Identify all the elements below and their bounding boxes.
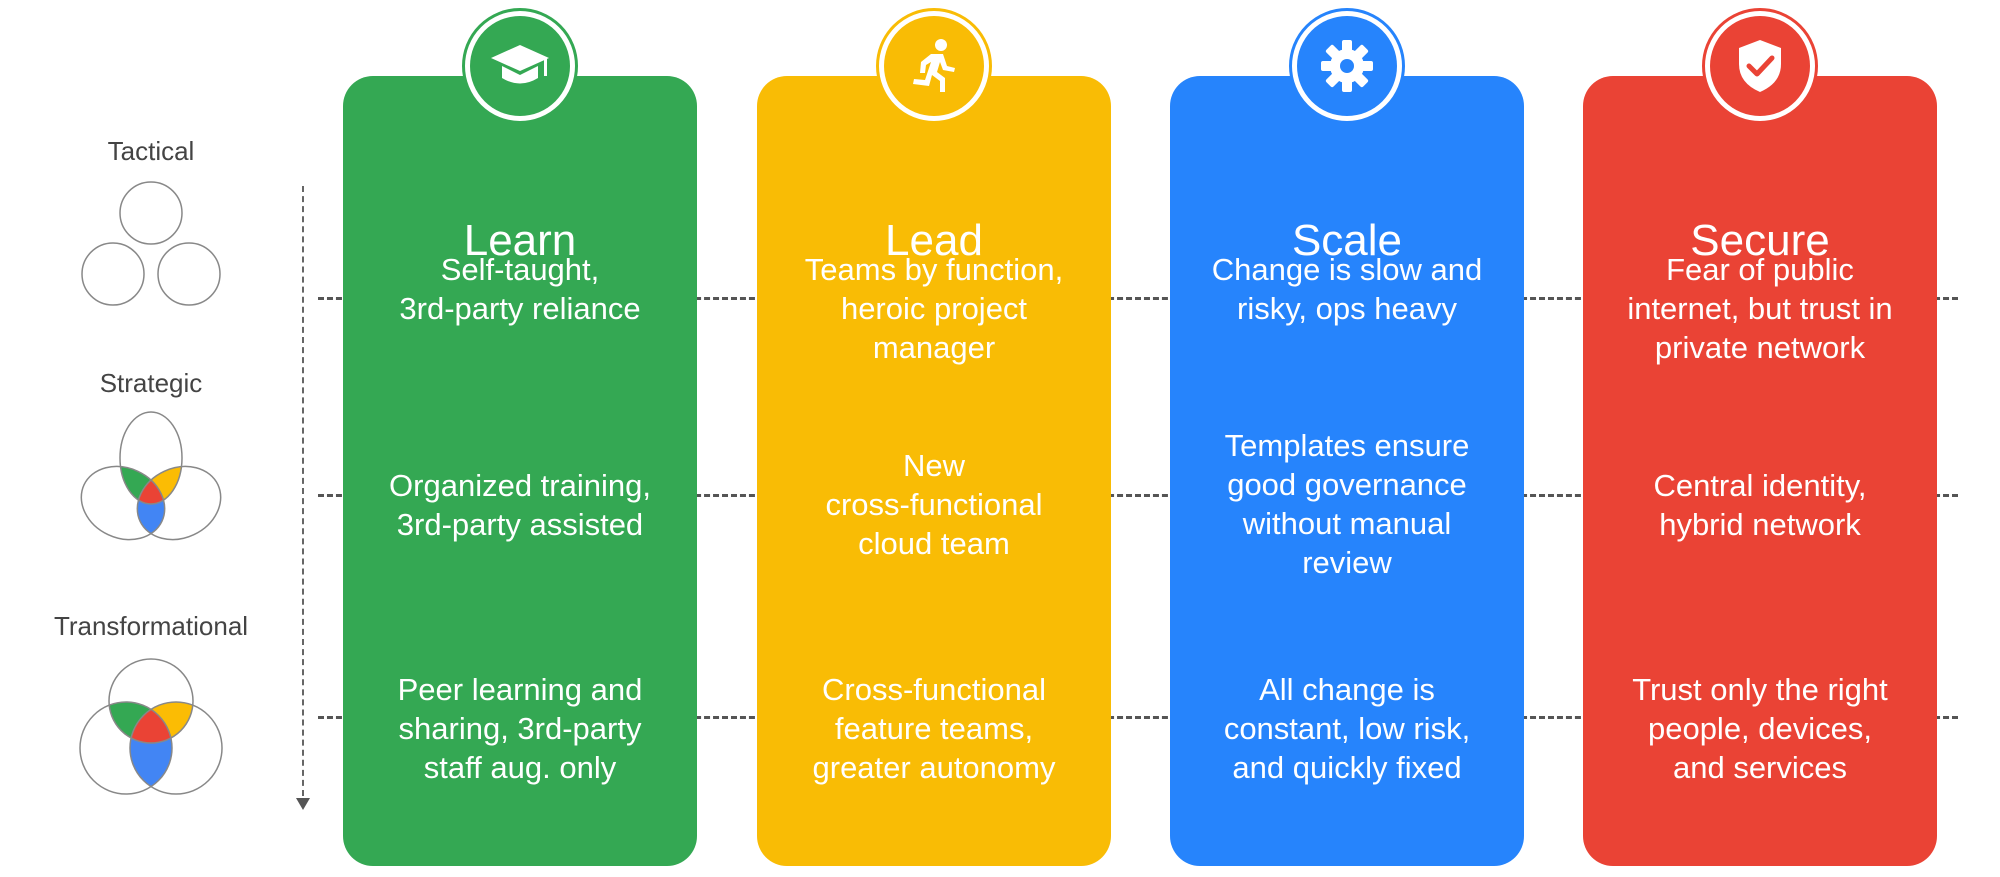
cell-learn-strategic: Organized training, 3rd-party assisted	[389, 468, 651, 542]
shield-check-icon	[1739, 40, 1781, 92]
running-person-icon	[913, 39, 955, 92]
venn-partial-overlap-icon	[80, 411, 222, 541]
column-title-lead: Lead	[885, 216, 983, 265]
cell-scale-strategic: Templates ensure good governance without…	[1224, 428, 1470, 580]
cell-lead-transformational: Cross-functional feature teams, greater …	[812, 672, 1056, 785]
venn-separate-circles-icon	[81, 181, 221, 306]
level-label-strategic: Strategic	[99, 368, 203, 398]
cell-lead-tactical: Teams by function, heroic project manage…	[804, 252, 1064, 365]
level-label-transformational: Transformational	[53, 611, 249, 641]
badge-learn	[462, 8, 578, 124]
column-learn: Learn Self-taught, 3rd-party reliance Or…	[343, 76, 697, 866]
badge-secure	[1702, 8, 1818, 124]
cell-secure-tactical: Fear of public internet, but trust in pr…	[1627, 252, 1893, 365]
column-scale: Scale Change is slow and risky, ops heav…	[1170, 76, 1524, 866]
progression-axis	[302, 186, 304, 796]
row-divider-strategic	[318, 494, 1958, 497]
graduation-cap-icon	[491, 45, 549, 84]
cell-secure-strategic: Central identity, hybrid network	[1653, 468, 1867, 542]
arrow-down-icon	[296, 798, 310, 810]
column-title-secure: Secure	[1690, 216, 1830, 265]
column-lead: Lead Teams by function, heroic project m…	[757, 76, 1111, 866]
gear-icon	[1321, 40, 1373, 92]
row-divider-transformational	[318, 716, 1958, 719]
cell-lead-strategic: New cross-functional cloud team	[825, 448, 1043, 561]
badge-lead	[876, 8, 992, 124]
cell-scale-tactical: Change is slow and risky, ops heavy	[1211, 252, 1483, 326]
column-title-learn: Learn	[463, 216, 577, 265]
cell-learn-tactical: Self-taught, 3rd-party reliance	[399, 252, 641, 326]
row-divider-tactical	[318, 297, 1958, 300]
badge-scale	[1289, 8, 1405, 124]
cell-learn-transformational: Peer learning and sharing, 3rd-party sta…	[397, 672, 643, 785]
level-label-tactical: Tactical	[107, 136, 195, 166]
cell-scale-transformational: All change is constant, low risk, and qu…	[1223, 672, 1471, 785]
column-title-scale: Scale	[1291, 216, 1403, 265]
column-secure: Secure Fear of public internet, but trus…	[1583, 76, 1937, 866]
cell-secure-transformational: Trust only the right people, devices, an…	[1632, 672, 1888, 785]
venn-full-overlap-icon	[79, 658, 223, 795]
